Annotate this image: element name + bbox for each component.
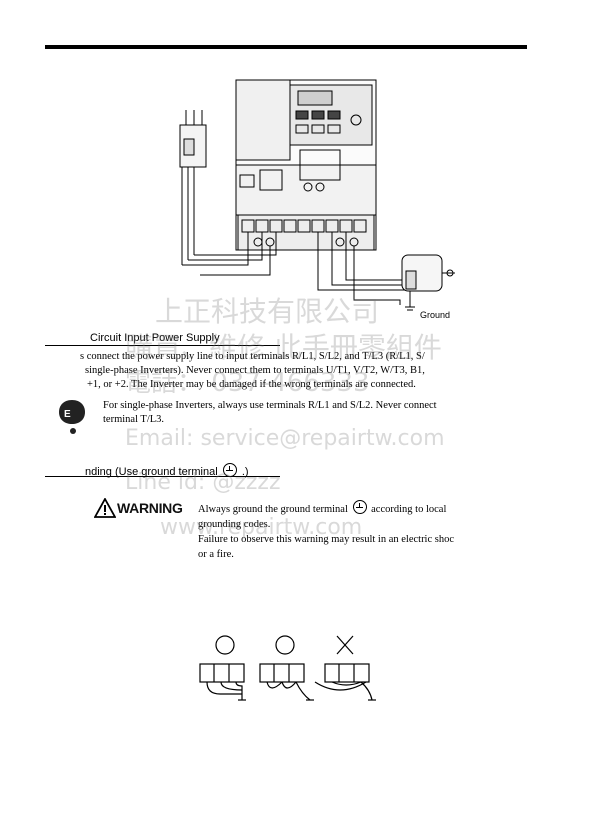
note-badge-letter: E <box>64 409 71 420</box>
note-line: terminal T/L3. <box>103 414 165 425</box>
wiring-diagram <box>179 79 455 311</box>
section-heading-power-supply: Circuit Input Power Supply <box>90 332 220 344</box>
warning-text: Always ground the ground terminal accord… <box>198 500 528 562</box>
warning-triangle-icon <box>94 498 116 518</box>
paragraph-line: +1, or +2. The Inverter may be damaged i… <box>87 379 416 390</box>
watermark-line: www.repairtw.com <box>160 515 363 540</box>
correct-mark-icon <box>215 635 235 655</box>
watermark-line: Line id: @zzzz <box>125 470 281 495</box>
note-line: For single-phase Inverters, always use t… <box>103 400 437 411</box>
warning-line: grounding codes. <box>198 519 271 530</box>
section-rule <box>45 345 280 346</box>
grounding-examples-figure <box>199 635 376 701</box>
note-icon <box>59 400 85 434</box>
warning-label: WARNING <box>117 500 183 516</box>
watermark-line: 電話： 037-466333 <box>125 368 370 398</box>
watermark-line: Email: service@repairtw.com <box>125 426 445 451</box>
warning-line: Always ground the ground terminal accord… <box>198 500 528 517</box>
watermark-line: 上正科技有限公司 <box>155 295 380 328</box>
ground-terminal-icon <box>352 500 367 514</box>
ground-label: Ground <box>420 310 451 320</box>
warning-line: or a fire. <box>198 549 234 560</box>
note-text: For single-phase Inverters, always use t… <box>103 399 523 427</box>
header-rule <box>45 45 527 49</box>
watermark-line: 購買、維修 此手冊零組件 <box>125 331 442 364</box>
correct-mark-icon <box>275 635 295 655</box>
power-supply-paragraph: s connect the power supply line to input… <box>80 350 520 392</box>
section-rule <box>45 476 280 477</box>
grounding-heading-end: .) <box>241 466 249 478</box>
paragraph-line: s connect the power supply line to input… <box>80 351 425 362</box>
warning-line: Failure to observe this warning may resu… <box>198 534 455 545</box>
grounding-heading-text: nding (Use ground terminal <box>85 466 218 478</box>
paragraph-line: single-phase Inverters). Never connect t… <box>85 365 425 376</box>
